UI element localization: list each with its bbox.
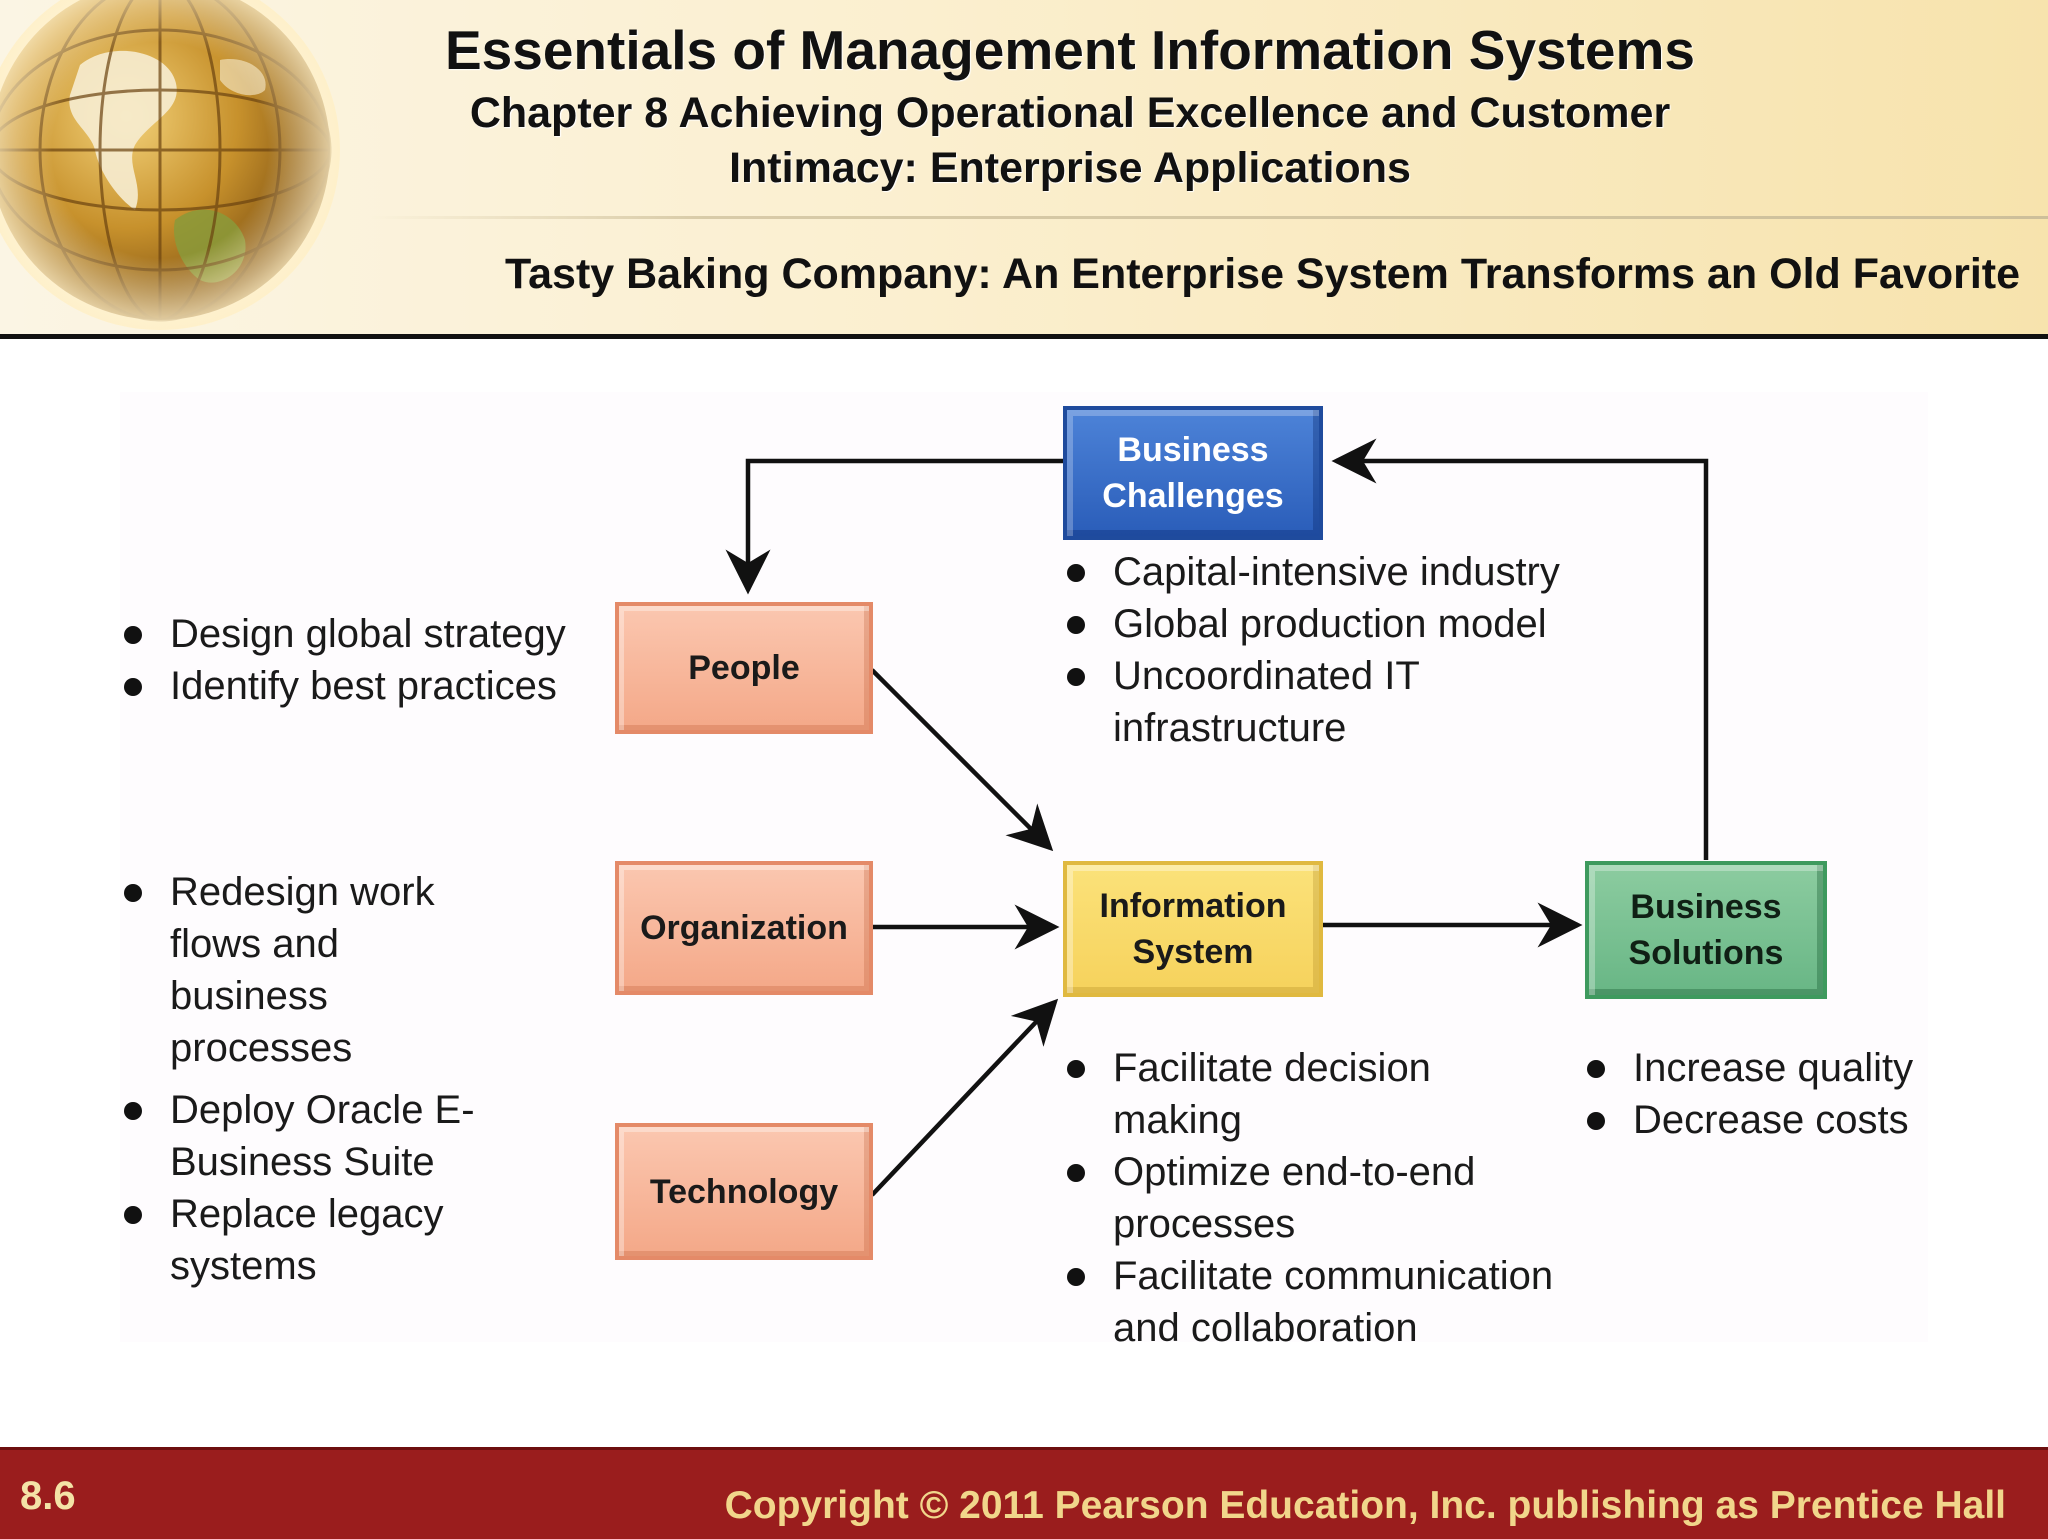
list-item: Facilitate decision making — [1063, 1042, 1473, 1146]
chapter-title: Chapter 8 Achieving Operational Excellen… — [469, 89, 1671, 192]
header-divider — [370, 216, 2048, 219]
solutions-list: Increase quality Decrease costs — [1583, 1042, 2023, 1146]
people-list: Design global strategy Identify best pra… — [120, 608, 610, 712]
list-item: Design global strategy — [120, 608, 610, 660]
information-system-box: Information System — [1063, 861, 1323, 997]
copyright-notice: Copyright © 2011 Pearson Education, Inc.… — [724, 1484, 2006, 1527]
challenges-list: Capital-intensive industry Global produc… — [1063, 546, 1623, 754]
slide-header: Essentials of Management Information Sys… — [0, 0, 2048, 339]
list-item: Increase quality — [1583, 1042, 2023, 1094]
course-title: Essentials of Management Information Sys… — [444, 19, 1696, 81]
list-item: Optimize end-to-end processes — [1063, 1146, 1533, 1250]
business-solutions-box: Business Solutions — [1585, 861, 1827, 999]
list-item: Uncoordinated IT infrastructure — [1063, 650, 1473, 754]
globe-icon — [0, 0, 340, 330]
list-item: Global production model — [1063, 598, 1623, 650]
business-challenges-box: Business Challenges — [1063, 406, 1323, 540]
page-number: 8.6 — [20, 1474, 76, 1518]
slide-footer: 8.6 Copyright © 2011 Pearson Education, … — [0, 1447, 2048, 1539]
information-system-list: Facilitate decision making Optimize end-… — [1063, 1042, 1583, 1354]
list-item: Replace legacy systems — [120, 1188, 470, 1292]
organization-box: Organization — [615, 861, 873, 995]
slide-subtitle: Tasty Baking Company: An Enterprise Syst… — [505, 250, 2020, 298]
list-item: Decrease costs — [1583, 1094, 2023, 1146]
list-item: Redesign work flows and business process… — [120, 866, 470, 1074]
list-item: Deploy Oracle E-Business Suite — [120, 1084, 530, 1188]
technology-list: Deploy Oracle E-Business Suite Replace l… — [120, 1084, 560, 1292]
list-item: Facilitate communication and collaborati… — [1063, 1250, 1613, 1354]
organization-list: Redesign work flows and business process… — [120, 866, 560, 1074]
list-item: Capital-intensive industry — [1063, 546, 1623, 598]
list-item: Identify best practices — [120, 660, 610, 712]
technology-box: Technology — [615, 1123, 873, 1260]
people-box: People — [615, 602, 873, 734]
